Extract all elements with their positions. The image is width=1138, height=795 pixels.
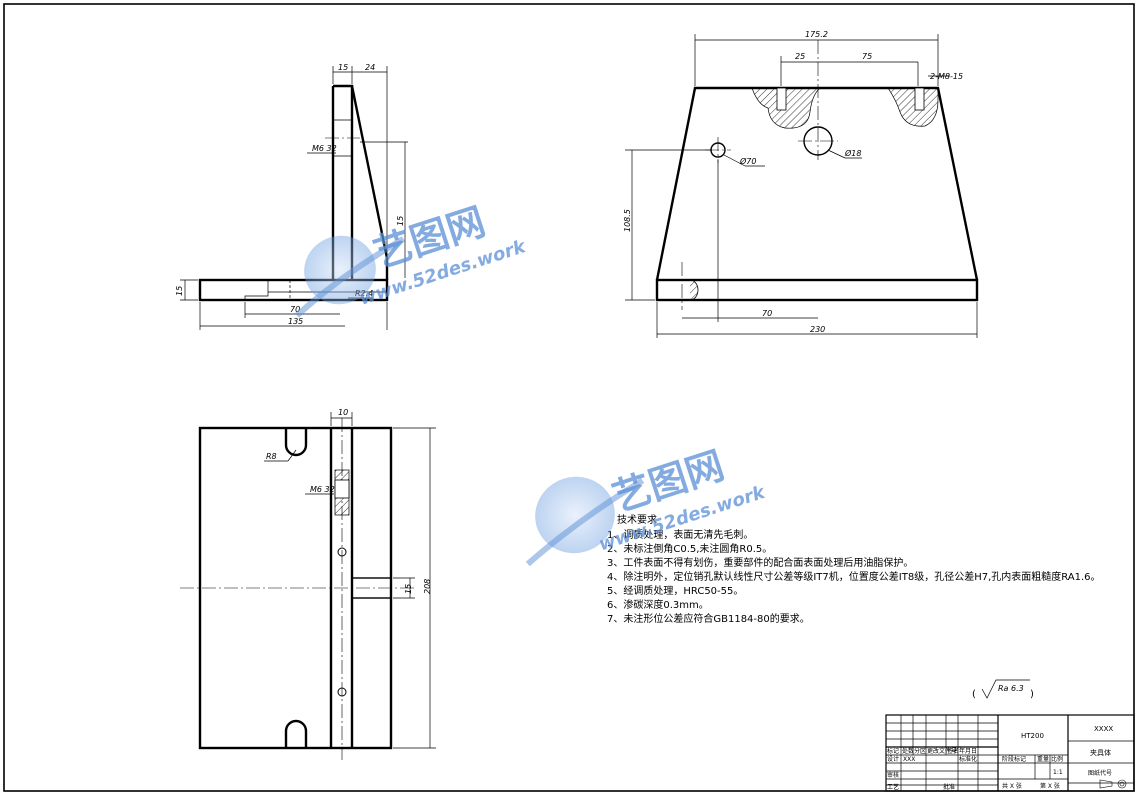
roughness-value: Ra 6.3: [998, 684, 1024, 693]
dim-2-m8: 2-M8-15: [930, 72, 963, 81]
callout-r8: R8: [266, 452, 277, 461]
tb-company: XXXX: [1094, 725, 1113, 733]
tech-item-6: 6、渗碳深度0.3mm。: [607, 598, 709, 611]
tech-item-7: 7、未注形位公差应符合GB1184-80的要求。: [607, 612, 810, 625]
callout-m6-front: M6 32: [312, 144, 337, 153]
dim-15-top-view: 15: [404, 584, 413, 594]
tech-title: 技术要求: [617, 513, 657, 526]
watermark-globe-icon-2: [535, 476, 615, 554]
dim-70-front: 70: [290, 305, 300, 314]
tb-row3-0: 审核: [887, 771, 899, 779]
tb-row2-2: 标准化: [959, 755, 977, 763]
tb-row1-1: 处数: [902, 747, 914, 755]
dim-75: 75: [862, 52, 872, 61]
dim-15-left: 15: [175, 286, 184, 296]
dim-70-side: 70: [762, 309, 772, 318]
projection-symbol-icon: [1099, 779, 1127, 789]
callout-d18: Ø18: [844, 148, 861, 158]
tech-item-2: 2、未标注倒角C0.5,未注圆角R0.5。: [607, 542, 772, 555]
svg-text:(: (: [972, 689, 976, 700]
tb-row2-1: XXX: [903, 756, 915, 763]
tech-item-3: 3、工件表面不得有划伤，重要部件的配合面表面处理后用油脂保护。: [607, 556, 913, 569]
dim-108-5: 108.5: [623, 209, 632, 232]
dim-15-right: 15: [396, 216, 405, 226]
dim-135: 135: [288, 317, 303, 326]
tb-row2-0: 设计: [887, 755, 899, 763]
tb-sheet-no: 第 X 张: [1040, 782, 1060, 790]
tb-row1-0: 标记: [887, 747, 899, 755]
dim-208: 208: [423, 579, 432, 594]
tb-row1-3: 更改文件号: [927, 747, 957, 755]
dim-175-2: 175.2: [805, 30, 828, 39]
tb-row1-5: 年月日: [959, 747, 977, 755]
watermark-globe-icon: [304, 235, 376, 305]
dim-25: 25: [795, 52, 805, 61]
callout-m6-top: M6 32: [310, 485, 335, 494]
roughness-symbol: ( Ra 6.3 ): [972, 679, 1034, 700]
tb-weight: 重量: [1037, 755, 1049, 763]
tb-scale-label: 比例: [1051, 755, 1063, 763]
tech-item-4: 4、除注明外，定位销孔默认线性尺寸公差等级IT7机，位置度公差IT8级，孔径公差…: [607, 570, 1101, 583]
tb-part-name: 夹具体: [1090, 748, 1111, 757]
side-view: 175.2 25 75 2-M8-15 108.5 70 230 Ø70 Ø18: [623, 30, 979, 338]
tech-item-5: 5、经调质处理，HRC50-55。: [607, 584, 743, 597]
tb-row4-0: 工艺: [887, 783, 899, 791]
tech-item-1: 1、调质处理，表面无清先毛刺。: [607, 528, 753, 541]
svg-text:): ): [1030, 689, 1034, 700]
callout-d70: Ø70: [739, 156, 756, 166]
drawing-frame: [3, 3, 1135, 792]
tech-requirements: 技术要求 1、调质处理，表面无清先毛刺。 2、未标注倒角C0.5,未注圆角R0.…: [607, 513, 1101, 625]
tb-material: HT200: [1021, 732, 1044, 740]
tb-row1-4: 签名: [947, 747, 959, 755]
dim-24-top: 24: [365, 63, 375, 72]
tb-row1-2: 分区: [914, 747, 926, 755]
dim-230: 230: [810, 325, 825, 334]
tb-stage: 阶段标记: [1002, 755, 1026, 763]
dim-15-top: 15: [338, 63, 348, 72]
title-block: 标记 处数 分区 更改文件号 签名 年月日 设计 XXX 标准化 审核 工艺 批…: [885, 714, 1135, 792]
dim-10: 10: [338, 408, 348, 417]
watermark-top: 艺图网 www.52des.work: [294, 199, 529, 318]
top-view: 10 15 208 R8 M6 32: [180, 408, 436, 760]
tb-row4-1: 批准: [943, 783, 955, 791]
tb-scale-value: 1:1: [1053, 769, 1063, 776]
tb-sheets-total: 共 X 张: [1002, 782, 1022, 790]
tb-drawing-no: 图纸代号: [1088, 769, 1112, 777]
